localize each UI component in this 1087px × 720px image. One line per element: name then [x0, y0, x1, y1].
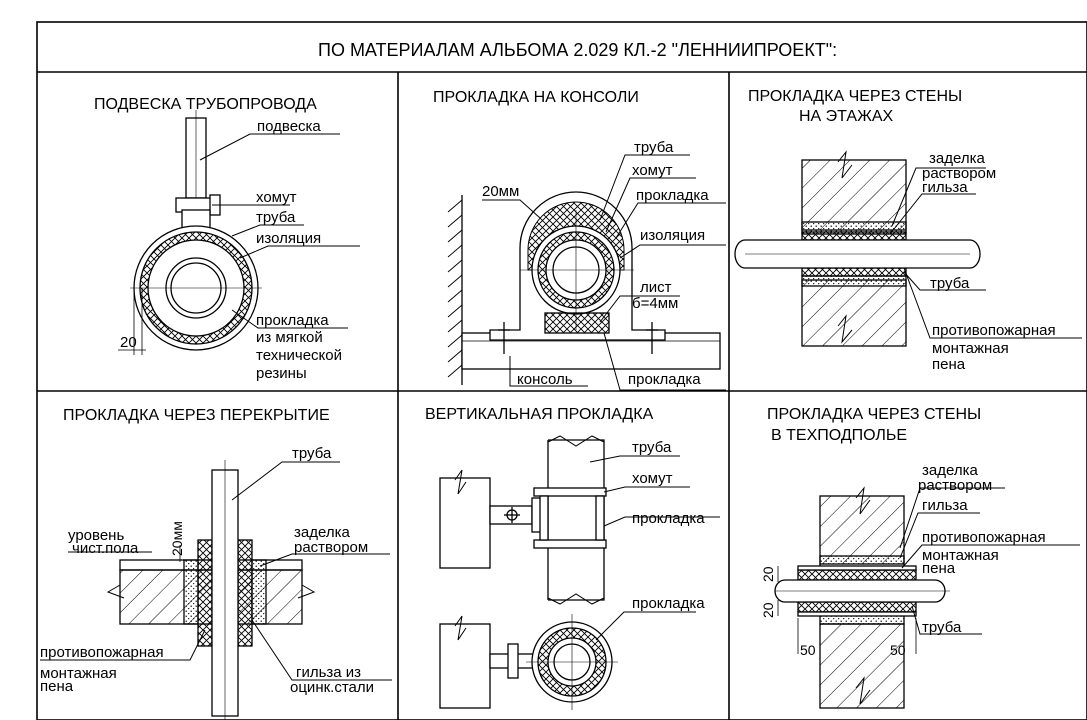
label-gasket-1: прокладка [256, 312, 329, 329]
label-foam-3: пена [932, 356, 966, 373]
label-console: консоль [517, 371, 573, 388]
label-gasket-2: из мягкой [256, 329, 323, 346]
panel-slab-passage: ПРОКЛАДКА ЧЕРЕЗ ПЕРЕКРЫТИЕ тру [40, 407, 392, 720]
label-pipe: труба [930, 275, 970, 292]
sheet-header: ПО МАТЕРИАЛАМ АЛЬБОМА 2.029 КЛ.-2 "ЛЕННИ… [318, 40, 837, 60]
label-insulation: изоляция [256, 230, 321, 247]
label-sheet-2: б=4мм [632, 295, 678, 312]
label-gasket-3: технической [256, 347, 342, 364]
label-pipe: труба [922, 619, 962, 636]
panel-3-title-1: ПРОКЛАДКА ЧЕРЕЗ СТЕНЫ [748, 88, 962, 105]
label-seal-1: заделка [929, 150, 985, 167]
label-foam-3: пена [40, 678, 74, 695]
label-gasket: прокладка [636, 187, 709, 204]
label-seal-1: заделка [294, 524, 350, 541]
label-gasket-bottom: прокладка [628, 371, 701, 388]
label-seal-2: раствором [294, 539, 368, 556]
panel-console-support: ПРОКЛАДКА НА КОНСОЛИ [433, 89, 726, 391]
panel-wall-passage-floors: ПРОКЛАДКА ЧЕРЕЗ СТЕНЫ НА ЭТАЖАХ заделка … [734, 88, 1082, 373]
label-seal-2: раствором [918, 477, 992, 494]
label-pipe: труба [634, 139, 674, 156]
label-dim-50-right: 50 [890, 642, 906, 658]
panel-1-title: ПОДВЕСКА ТРУБОПРОВОДА [94, 96, 317, 113]
label-dim-20mm: 20мм [169, 521, 185, 556]
label-pipe: труба [292, 445, 332, 462]
label-seal-2: раствором [922, 165, 996, 182]
label-dim-20-top: 20 [760, 566, 776, 582]
label-level-2: чист.пола [72, 540, 139, 557]
label-foam-1: противопожарная [40, 644, 164, 661]
label-gasket: прокладка [632, 510, 705, 527]
panel-6-title-1: ПРОКЛАДКА ЧЕРЕЗ СТЕНЫ [767, 406, 981, 423]
panel-2-title: ПРОКЛАДКА НА КОНСОЛИ [433, 89, 639, 106]
label-foam-2: монтажная [922, 547, 999, 564]
panel-pipe-hanger: ПОДВЕСКА ТРУБОПРОВОДА [94, 96, 360, 382]
label-gasket-4: резины [256, 365, 307, 382]
label-sleeve: гильза [922, 497, 968, 514]
label-pipe: труба [632, 439, 672, 456]
panel-5-title: ВЕРТИКАЛЬНАЯ ПРОКЛАДКА [425, 406, 654, 423]
label-foam-2: монтажная [40, 665, 117, 682]
panel-3-title-2: НА ЭТАЖАХ [799, 108, 894, 125]
label-foam-3: пена [922, 560, 956, 577]
panel-6-title-2: В ТЕХПОДПОЛЬЕ [771, 427, 907, 444]
label-sleeve-2: оцинк.стали [290, 679, 374, 696]
label-clamp: хомут [632, 470, 673, 487]
label-foam-2: монтажная [932, 340, 1009, 357]
panel-4-title: ПРОКЛАДКА ЧЕРЕЗ ПЕРЕКРЫТИЕ [63, 407, 330, 424]
label-sleeve: гильза [922, 179, 968, 196]
label-foam-1: противопожарная [922, 529, 1046, 546]
label-gasket-2: прокладка [632, 595, 705, 612]
label-insulation: изоляция [640, 227, 705, 244]
label-clamp: хомут [632, 162, 673, 179]
label-clamp: хомут [256, 189, 297, 206]
panel-vertical-support: ВЕРТИКАЛЬНАЯ ПРОКЛАДКА [425, 406, 720, 710]
label-sleeve-1: гильза из [296, 664, 361, 681]
label-pipe: труба [256, 209, 296, 226]
label-hanger: подвеска [257, 118, 321, 135]
label-dim-20-bottom: 20 [760, 602, 776, 618]
label-dim-50-left: 50 [800, 642, 816, 658]
label-foam-1: противопожарная [932, 322, 1056, 339]
panel-wall-passage-basement: ПРОКЛАДКА ЧЕРЕЗ СТЕНЫ В ТЕХПОДПОЛЬЕ [760, 406, 1080, 709]
label-level-1: уровень [68, 527, 124, 544]
label-dim-20: 20 [120, 334, 137, 351]
label-sheet-1: лист [640, 279, 672, 296]
label-seal-1: заделка [922, 462, 978, 479]
label-dim-20mm: 20мм [482, 183, 519, 200]
sheet-frame [36, 21, 1087, 720]
